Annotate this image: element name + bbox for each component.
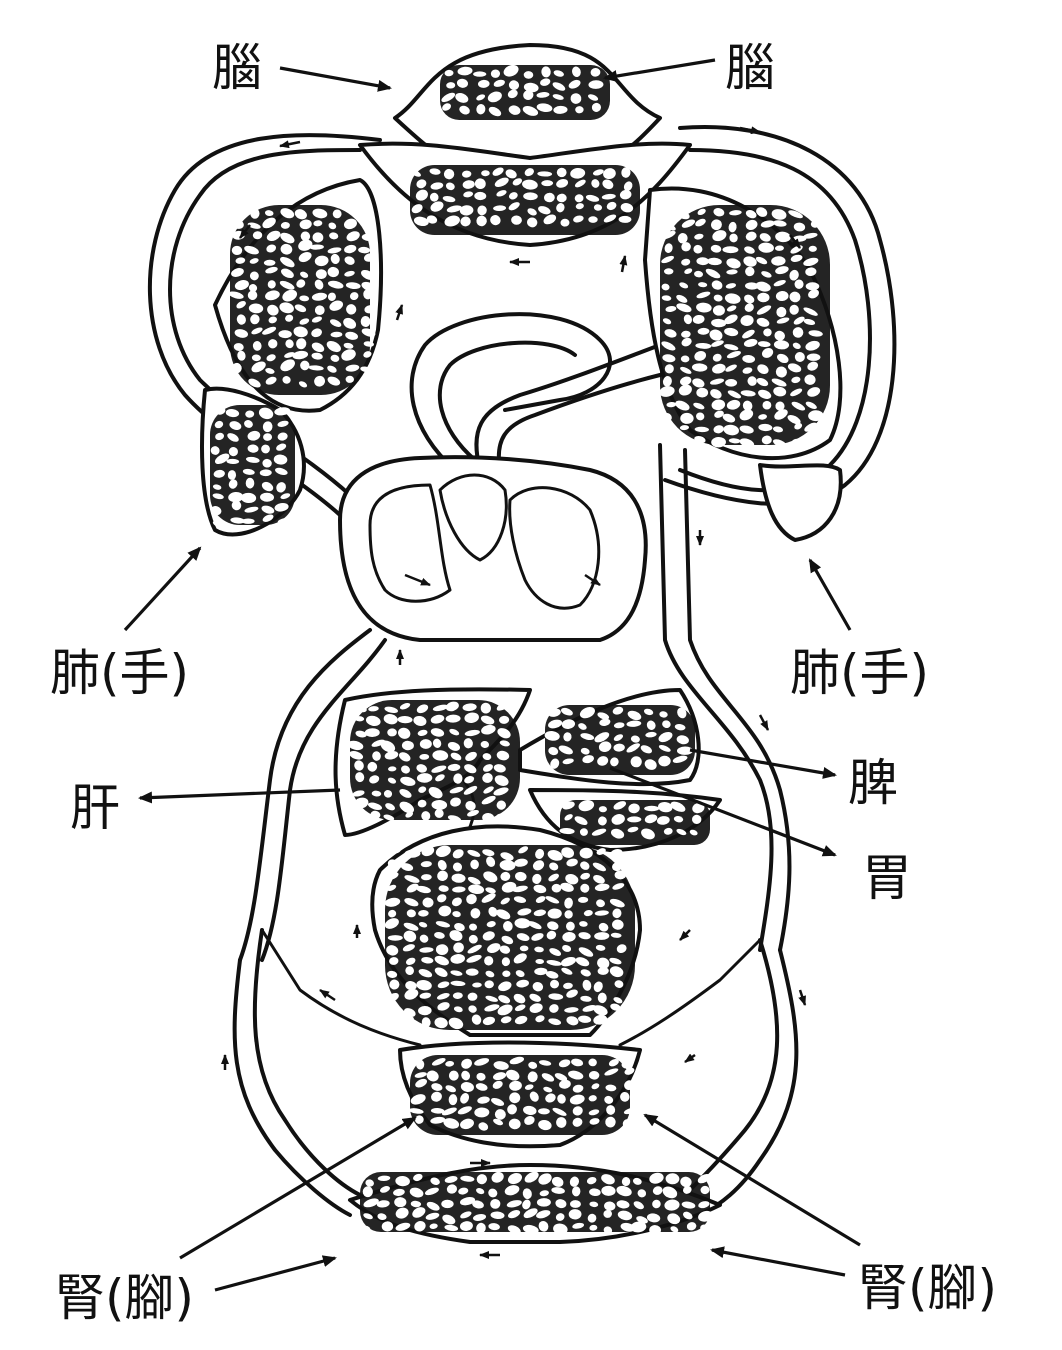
- kidney-capillary-bed: [398, 1040, 642, 1149]
- leg-capillary-bed: [348, 1163, 722, 1244]
- arrow-stomach: [609, 766, 837, 857]
- lung-left-capillary-bed: [200, 178, 383, 537]
- brain-capillary-bed: [358, 43, 692, 247]
- arrow-legs-left: [214, 1255, 337, 1292]
- label-lung-left: 肺(手): [50, 644, 189, 702]
- spleen-stomach-capillary-bed: [518, 688, 722, 852]
- label-lung-right: 肺(手): [790, 644, 929, 702]
- liver-capillary-bed: [333, 687, 532, 837]
- arrow-legs-right: [710, 1246, 846, 1277]
- arrow-brain-left: [279, 66, 392, 92]
- label-kidney-left: 腎(腳): [55, 1269, 194, 1327]
- label-spleen: 脾: [848, 754, 898, 812]
- leader-arrows: [123, 58, 861, 1292]
- flow-arrows: [221, 126, 807, 1259]
- label-brain-left: 腦: [212, 39, 262, 97]
- label-brain-right: 腦: [725, 39, 775, 97]
- arrow-brain-right: [603, 58, 716, 82]
- arrow-liver: [138, 788, 341, 804]
- heart: [338, 455, 648, 642]
- label-kidney-right: 腎(腳): [858, 1259, 997, 1317]
- intestine-capillary-bed: [370, 824, 642, 1037]
- labels: 腦 腦 肺(手) 肺(手) 肝 脾 胃 腎(腳) 腎(腳): [50, 39, 997, 1327]
- arrow-lung-left: [123, 546, 202, 632]
- arrow-lung-right: [808, 558, 852, 631]
- arrow-kidney-left: [179, 1116, 417, 1260]
- label-stomach: 胃: [862, 849, 912, 907]
- lung-right-capillary-bed: [643, 186, 843, 542]
- vessel-network: [147, 125, 897, 1217]
- arrow-kidney-right: [643, 1113, 861, 1247]
- arrow-spleen: [689, 748, 837, 779]
- label-liver: 肝: [70, 779, 120, 837]
